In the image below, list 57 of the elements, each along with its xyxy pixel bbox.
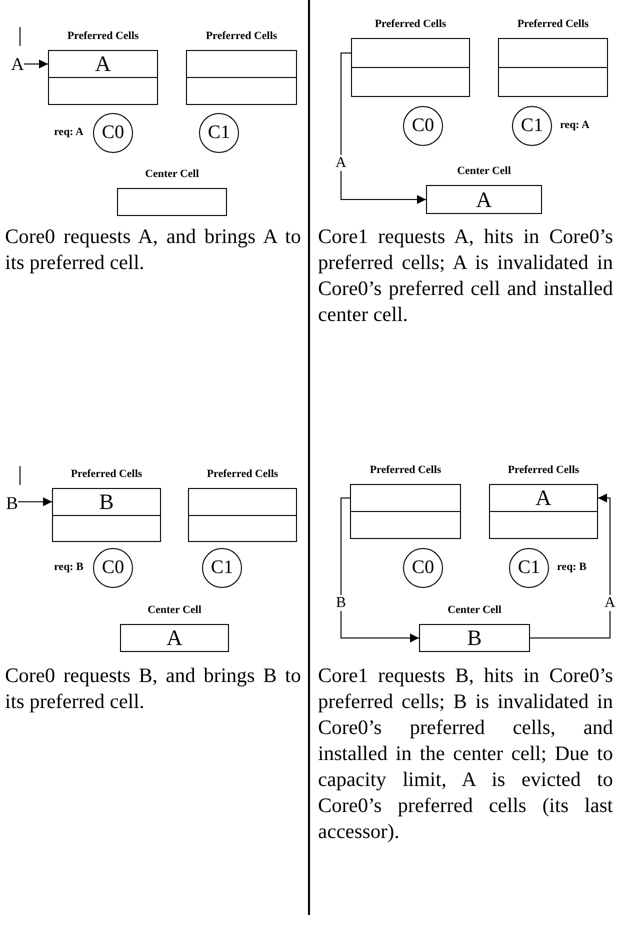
cell-heading: Preferred Cells: [374, 18, 448, 30]
core-circle: C0: [403, 106, 443, 146]
cell-heading: Preferred Cells: [506, 464, 580, 476]
request-label: req: B: [557, 561, 586, 573]
cache-slot: [48, 77, 158, 105]
panel-caption: Core1 requests A, hits in Core0’s preferred cells; A is invalidated in Core0’s preferred cell and installed center cell.: [318, 225, 613, 328]
cache-slot: [52, 514, 161, 542]
core-circle: C1: [512, 106, 552, 146]
panel-caption: Core0 requests A, and brings A to its preferred cell.: [5, 225, 301, 276]
cell-heading: Center Cell: [456, 165, 512, 177]
cache-slot: [188, 514, 297, 542]
request-label: req: A: [54, 126, 84, 138]
cell-heading: Center Cell: [446, 604, 502, 616]
core-circle: C1: [199, 113, 239, 153]
cache-slot: [351, 67, 470, 97]
panel-caption: Core1 requests B, hits in Core0’s preferred cells; B is invalidated in Core0’s preferred cells, and installed in the center cell; Due to capacity limit, A is evicted to Core0’s preferred cells (its last accessor).: [318, 664, 613, 845]
core-circle: C1: [509, 548, 549, 588]
cache-slot: [188, 488, 297, 516]
block-label: B: [6, 493, 18, 513]
cell-heading: Preferred Cells: [368, 464, 442, 476]
panel-caption: Core0 requests B, and brings B to its preferred cell.: [5, 664, 301, 715]
cache-slot: [489, 511, 598, 539]
cache-slot: [498, 67, 608, 97]
edge-label: B: [335, 595, 348, 611]
cache-slot: B: [52, 488, 161, 516]
cache-slot: [498, 38, 608, 68]
core-circle: C0: [93, 113, 133, 153]
request-label: req: A: [560, 119, 590, 131]
cache-slot: A: [489, 484, 598, 512]
core-circle: C0: [93, 548, 133, 588]
arrow: [18, 497, 52, 506]
edge-label: A: [604, 595, 616, 611]
cell-heading: Center Cell: [144, 168, 200, 180]
cache-slot: A: [48, 50, 158, 78]
arrow: [530, 494, 610, 638]
edge-label: A: [334, 155, 348, 171]
request-label: req: B: [54, 561, 84, 573]
core-circle: C0: [403, 548, 443, 588]
cell-heading: Preferred Cells: [204, 30, 278, 42]
cell-heading: Preferred Cells: [206, 468, 280, 480]
center-cell-box: A: [120, 624, 229, 652]
cache-slot: [350, 484, 461, 512]
cell-heading: Preferred Cells: [66, 30, 140, 42]
cache-slot: [350, 511, 461, 539]
arrow: [340, 52, 426, 204]
arrow: [24, 60, 48, 68]
cache-slot: [186, 50, 297, 78]
block-label: A: [11, 54, 24, 74]
center-cell-box: A: [426, 185, 542, 214]
cell-heading: Preferred Cells: [516, 18, 590, 30]
arrow: [340, 498, 420, 642]
center-cell-box: B: [419, 624, 530, 652]
cache-slot: [351, 38, 470, 68]
cell-heading: Preferred Cells: [70, 468, 144, 480]
cache-slot: [186, 77, 297, 105]
cell-heading: Center Cell: [146, 604, 202, 616]
core-circle: C1: [202, 548, 242, 588]
